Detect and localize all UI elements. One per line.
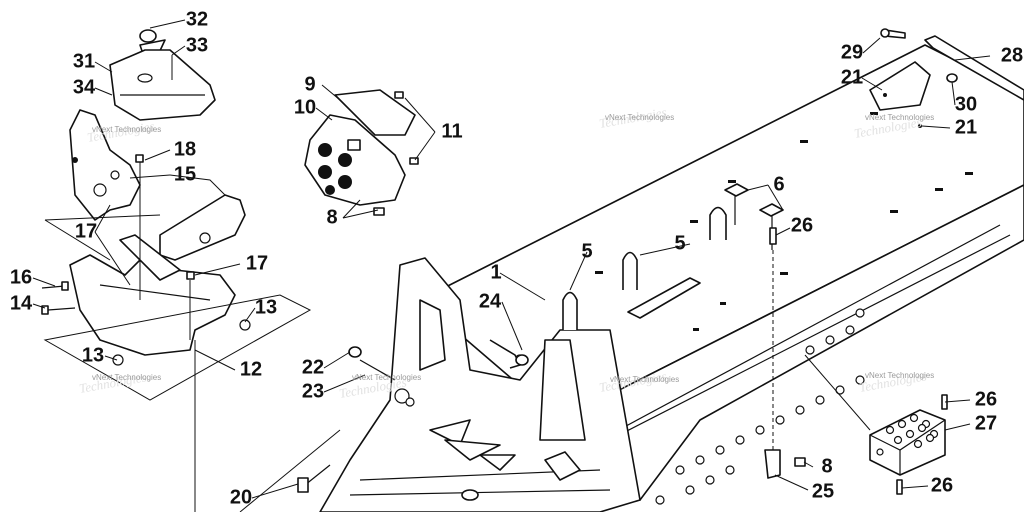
running-board-holes <box>655 308 865 505</box>
callout-5-left: 5 <box>581 240 592 262</box>
callout-9: 9 <box>304 73 315 95</box>
callout-17-right: 17 <box>246 252 268 274</box>
callout-15: 15 <box>174 163 196 185</box>
watermark-7: vNext Technologies <box>865 371 934 380</box>
bolts-left <box>41 154 196 512</box>
callout-labels: 32 33 31 34 18 15 17 17 16 14 13 13 12 9… <box>10 8 1023 508</box>
callout-20: 20 <box>230 486 252 508</box>
watermark-4: vNext Technologies <box>92 373 161 382</box>
callout-30: 30 <box>955 93 977 115</box>
callout-21-top: 21 <box>841 66 863 88</box>
front-frame <box>319 257 641 512</box>
callout-25: 25 <box>812 480 834 502</box>
step-plate-27 <box>804 354 948 495</box>
callout-13-right: 13 <box>255 296 277 318</box>
callout-27: 27 <box>975 412 997 434</box>
callout-31: 31 <box>73 50 95 72</box>
callout-26-top: 26 <box>791 214 813 236</box>
callout-22: 22 <box>302 356 324 378</box>
watermark-3: vNext Technologies <box>865 113 934 122</box>
callout-23: 23 <box>302 380 324 402</box>
guard-10 <box>304 89 419 216</box>
callout-24: 24 <box>479 290 502 312</box>
watermark-2: vNext Technologies <box>605 113 674 122</box>
callout-6: 6 <box>773 173 784 195</box>
watermark-6: vNext Technologies <box>610 375 679 384</box>
callout-18: 18 <box>174 138 196 160</box>
rear-rail-28 <box>869 28 1024 128</box>
watermark-5: vNext Technologies <box>352 373 421 382</box>
callout-8-bottom: 8 <box>821 455 832 477</box>
callout-32: 32 <box>186 8 208 30</box>
callout-13-left: 13 <box>82 344 104 366</box>
callout-11: 11 <box>441 120 462 142</box>
center-fasteners <box>239 339 529 512</box>
callout-28: 28 <box>1001 44 1023 66</box>
callout-26-bottom: 26 <box>931 474 953 496</box>
callout-8-top: 8 <box>326 206 337 228</box>
base-plate-12 <box>43 214 312 401</box>
callout-1: 1 <box>490 261 501 283</box>
callout-21-bottom: 21 <box>955 116 977 138</box>
callout-14: 14 <box>10 292 33 314</box>
callout-29: 29 <box>841 41 863 63</box>
callout-5-right: 5 <box>674 232 685 254</box>
callout-leaders <box>32 19 991 499</box>
mount-bracket-15 <box>159 194 246 261</box>
callout-12: 12 <box>240 358 262 380</box>
callout-10: 10 <box>294 96 316 118</box>
u-bolts <box>562 206 727 330</box>
callout-16: 16 <box>10 266 32 288</box>
callout-33: 33 <box>186 34 208 56</box>
watermark-1: vNext Technologies <box>92 125 161 134</box>
callout-26-right: 26 <box>975 388 997 410</box>
knob-assembly <box>109 29 216 121</box>
callout-17-left: 17 <box>75 220 97 242</box>
watermarks: Technologies vNext Technologies Technolo… <box>78 104 934 401</box>
deck-slots <box>595 112 973 331</box>
callout-34: 34 <box>73 76 96 98</box>
